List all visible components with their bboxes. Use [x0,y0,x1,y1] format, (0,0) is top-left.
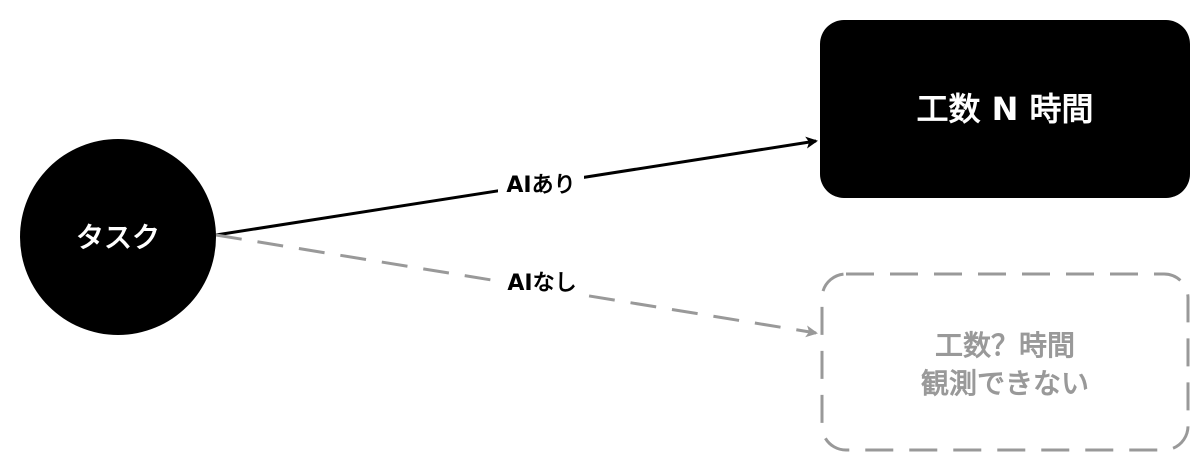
edge-without-ai: AIなし [215,233,818,338]
node-with-ai-box [820,20,1190,198]
node-without-ai: 工数？時間 観測できない [820,272,1190,452]
edge-without-ai-label: AIなし [507,271,576,296]
node-without-ai-line-1: 工数？時間 [935,329,1075,362]
node-without-ai-box [820,272,1190,452]
node-task-circle [20,139,216,335]
edge-without-ai-label-bg [498,266,586,296]
edge-with-ai: AIあり [215,136,818,237]
node-task: タスク [20,139,216,335]
edge-with-ai-label-bg [498,168,584,198]
edge-with-ai-label: AIあり [506,173,575,198]
node-task-label: タスク [76,221,160,254]
node-without-ai-line-2: 観測できない [921,367,1089,400]
node-with-ai-label: 工数 N 時間 [916,90,1093,128]
node-with-ai: 工数 N 時間 [820,20,1190,198]
